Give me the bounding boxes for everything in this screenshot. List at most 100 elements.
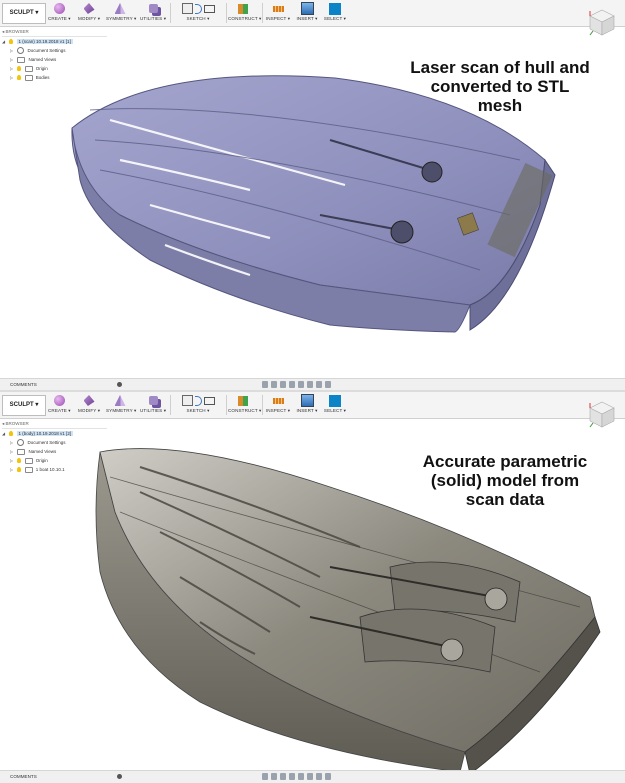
select-menu[interactable]: SELECT ▾ bbox=[322, 1, 348, 22]
plane-icon bbox=[238, 395, 248, 406]
insert-image-icon bbox=[300, 2, 314, 15]
grid-settings-icon[interactable] bbox=[316, 773, 322, 780]
viewcube-icon[interactable] bbox=[587, 398, 617, 430]
fit-icon[interactable] bbox=[298, 773, 304, 780]
workspace-dropdown[interactable]: SCULPT ▾ bbox=[2, 3, 46, 24]
workspace-dropdown[interactable]: SCULPT ▾ bbox=[2, 395, 46, 416]
orbit-icon[interactable] bbox=[262, 381, 268, 388]
grid-settings-icon[interactable] bbox=[316, 381, 322, 388]
browser-item-boat-body[interactable]: ▷ 1 boat 10.10.1 bbox=[10, 466, 65, 473]
modify-menu[interactable]: MODIFY ▾ bbox=[78, 1, 100, 22]
expand-triangle-icon[interactable]: ▷ bbox=[10, 449, 14, 454]
utilities-menu[interactable]: UTILITIES ▾ bbox=[140, 1, 166, 22]
utilities-menu[interactable]: UTILITIES ▾ bbox=[140, 393, 166, 414]
modify-menu[interactable]: MODIFY ▾ bbox=[78, 393, 100, 414]
toolbar: SCULPT ▾ CREATE ▾ MODIFY ▾ SYMMETRY ▾ UT… bbox=[0, 392, 625, 419]
solid-propellers bbox=[309, 566, 508, 662]
create-menu[interactable]: CREATE ▾ bbox=[48, 393, 71, 414]
browser-item-named-views[interactable]: ▷ Named Views bbox=[10, 448, 57, 455]
mesh-hull-side bbox=[71, 127, 471, 333]
solid-hull-viewport[interactable] bbox=[0, 392, 625, 783]
expand-triangle-icon[interactable]: ▷ bbox=[10, 48, 14, 53]
visibility-bulb-icon[interactable] bbox=[9, 431, 14, 437]
document-name: 1 (body) 10.19.2018 v1 [2] bbox=[16, 431, 74, 436]
rectangle-icon bbox=[203, 396, 215, 405]
look-at-icon[interactable] bbox=[271, 381, 277, 388]
browser-item-document-settings[interactable]: ▷ Document Settings bbox=[10, 439, 66, 447]
mesh-strakes bbox=[109, 118, 346, 277]
expand-triangle-icon[interactable]: ▷ bbox=[10, 66, 14, 71]
fit-icon[interactable] bbox=[298, 381, 304, 388]
panel-solid-view: SCULPT ▾ CREATE ▾ MODIFY ▾ SYMMETRY ▾ UT… bbox=[0, 392, 625, 783]
browser-item-document-settings[interactable]: ▷ Document Settings bbox=[10, 47, 66, 55]
pan-icon[interactable] bbox=[280, 773, 286, 780]
zoom-icon[interactable] bbox=[289, 381, 295, 388]
display-settings-icon[interactable] bbox=[307, 773, 313, 780]
browser-item-origin[interactable]: ▷ Origin bbox=[10, 65, 48, 72]
folder-icon bbox=[24, 65, 33, 72]
pan-icon[interactable] bbox=[280, 381, 286, 388]
browser-document-row[interactable]: ◢ 1 (scan) 10.19.2018 v1 [1] bbox=[2, 37, 107, 46]
utilities-icon bbox=[148, 4, 158, 13]
comments-bar: COMMENTS bbox=[0, 770, 625, 783]
modify-icon bbox=[83, 3, 95, 14]
rectangle-icon bbox=[203, 4, 215, 13]
measure-icon bbox=[272, 397, 284, 404]
insert-menu[interactable]: INSERT ▾ bbox=[294, 393, 320, 414]
visibility-bulb-icon[interactable] bbox=[17, 66, 22, 72]
symmetry-icon bbox=[114, 395, 126, 406]
expand-triangle-icon[interactable]: ▷ bbox=[10, 458, 14, 463]
comments-label[interactable]: COMMENTS bbox=[10, 774, 37, 779]
browser-header[interactable]: ◂ BROWSER bbox=[2, 420, 107, 429]
viewports-icon[interactable] bbox=[325, 381, 331, 388]
sketch-menu[interactable]: SKETCH ▾ bbox=[172, 393, 224, 414]
sketch-menu[interactable]: SKETCH ▾ bbox=[172, 1, 224, 22]
look-at-icon[interactable] bbox=[271, 773, 277, 780]
utilities-icon bbox=[148, 396, 158, 405]
expand-triangle-icon[interactable]: ▷ bbox=[10, 440, 14, 445]
expand-triangle-icon[interactable]: ▷ bbox=[10, 467, 14, 472]
visibility-bulb-icon[interactable] bbox=[17, 75, 22, 81]
create-menu[interactable]: CREATE ▾ bbox=[48, 1, 71, 22]
sketch-icon bbox=[181, 3, 193, 14]
display-settings-icon[interactable] bbox=[307, 381, 313, 388]
browser-item-bodies[interactable]: ▷ Bodies bbox=[10, 74, 50, 81]
plane-icon bbox=[238, 3, 248, 14]
browser-item-origin[interactable]: ▷ Origin bbox=[10, 457, 48, 464]
collapse-triangle-icon[interactable]: ◢ bbox=[2, 39, 6, 44]
measure-icon bbox=[272, 5, 284, 12]
construct-menu[interactable]: CONSTRUCT ▾ bbox=[228, 393, 261, 414]
panel-separator bbox=[0, 390, 625, 392]
select-menu[interactable]: SELECT ▾ bbox=[322, 393, 348, 414]
viewcube-icon[interactable] bbox=[587, 6, 617, 38]
visibility-bulb-icon[interactable] bbox=[17, 467, 22, 473]
symmetry-menu[interactable]: SYMMETRY ▾ bbox=[106, 393, 136, 414]
panel-mesh-view: SCULPT ▾ CREATE ▾ MODIFY ▾ SYMMETRY ▾ UT… bbox=[0, 0, 625, 391]
symmetry-icon bbox=[114, 3, 126, 14]
insert-menu[interactable]: INSERT ▾ bbox=[294, 1, 320, 22]
visibility-bulb-icon[interactable] bbox=[9, 39, 14, 45]
add-comment-icon[interactable] bbox=[117, 382, 122, 387]
browser-document-row[interactable]: ◢ 1 (body) 10.19.2018 v1 [2] bbox=[2, 429, 107, 438]
comments-label[interactable]: COMMENTS bbox=[10, 382, 37, 387]
folder-icon bbox=[17, 448, 26, 455]
expand-triangle-icon[interactable]: ▷ bbox=[10, 75, 14, 80]
browser-item-named-views[interactable]: ▷ Named Views bbox=[10, 56, 57, 63]
symmetry-menu[interactable]: SYMMETRY ▾ bbox=[106, 1, 136, 22]
mesh-hull-viewport[interactable] bbox=[0, 0, 625, 391]
add-comment-icon[interactable] bbox=[117, 774, 122, 779]
orbit-icon[interactable] bbox=[262, 773, 268, 780]
gear-icon bbox=[17, 439, 25, 447]
arc-icon bbox=[194, 3, 202, 14]
browser-header[interactable]: ◂ BROWSER bbox=[2, 28, 107, 37]
sphere-icon bbox=[53, 3, 65, 14]
collapse-triangle-icon[interactable]: ◢ bbox=[2, 431, 6, 436]
inspect-menu[interactable]: INSPECT ▾ bbox=[264, 393, 292, 414]
construct-menu[interactable]: CONSTRUCT ▾ bbox=[228, 1, 261, 22]
zoom-icon[interactable] bbox=[289, 773, 295, 780]
inspect-menu[interactable]: INSPECT ▾ bbox=[264, 1, 292, 22]
expand-triangle-icon[interactable]: ▷ bbox=[10, 57, 14, 62]
select-arrow-icon bbox=[329, 2, 341, 15]
viewports-icon[interactable] bbox=[325, 773, 331, 780]
visibility-bulb-icon[interactable] bbox=[17, 458, 22, 464]
